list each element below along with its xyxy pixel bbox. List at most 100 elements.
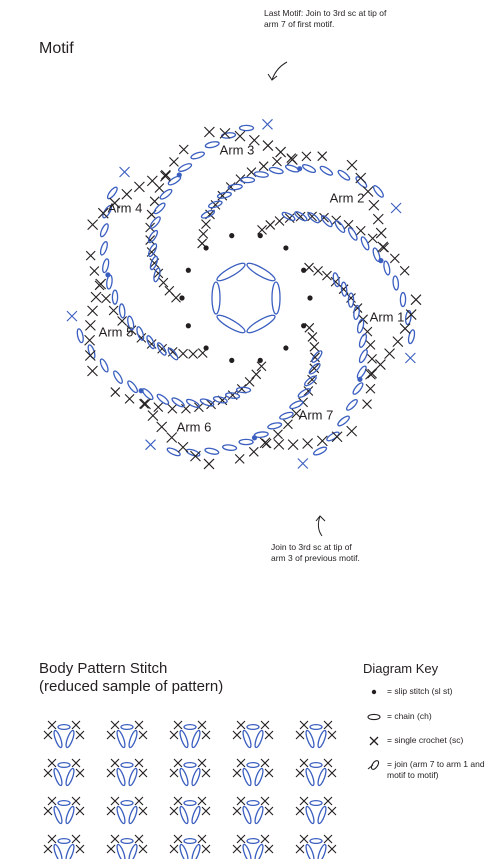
arm-tip-sc-stitch (375, 227, 387, 239)
body-sc-stitch (47, 720, 57, 730)
body-chain-stitch (254, 843, 264, 859)
arm-blue-slip-stitch (357, 376, 363, 382)
arm-chain-stitch (153, 267, 161, 283)
arm-chain-stitch (166, 447, 181, 457)
body-chain-stitch (128, 805, 138, 825)
arm-chain-stitch (177, 163, 193, 172)
body-sc-stitch (173, 834, 183, 844)
arm-chain-stitch (118, 303, 126, 319)
key-item-label: = single crochet (sc) (387, 735, 464, 745)
body-pattern-title-line2: (reduced sample of pattern) (39, 678, 224, 695)
arm-label-3: Arm 3 (219, 142, 255, 158)
arm-chain-stitch (111, 289, 119, 305)
body-sc-stitch (169, 806, 179, 816)
body-sc-stitch (201, 844, 211, 854)
body-sc-stitch (75, 844, 85, 854)
body-sc-stitch (134, 720, 144, 730)
center-ring-chain (246, 262, 276, 282)
arm-sc-stitch (234, 453, 245, 464)
body-chain-stitch (65, 805, 75, 825)
arm-chain-stitch (340, 281, 348, 297)
arm-chain-stitch (372, 185, 384, 198)
body-sc-stitch (299, 720, 309, 730)
arm-chain-stitch (319, 165, 334, 176)
arm-tip-sc-stitch (90, 291, 102, 303)
arm-sc-stitch (265, 220, 276, 230)
center-ring-chain (216, 314, 246, 334)
body-chain-stitch (254, 729, 264, 749)
ring-slip-stitch (185, 267, 191, 273)
arm-tip-sc-stitch (273, 438, 285, 450)
body-chain-stitch (53, 805, 63, 825)
arm-chain-stitch (304, 375, 317, 387)
arm-join-sc-stitch (66, 310, 78, 322)
body-chain-stitch (183, 723, 197, 731)
arm-sc-stitch (206, 399, 216, 410)
arm-sc-stitch (248, 446, 259, 457)
arm-chain-stitch (289, 400, 304, 410)
body-chain-stitch (53, 729, 63, 749)
arm-chain-stitch (147, 243, 158, 258)
arm-tip-sc-stitch (248, 134, 260, 146)
key-item-slip-stitch: = slip stitch (sl st) (365, 686, 452, 698)
body-sc-stitch (236, 720, 246, 730)
arm-chain-stitch (239, 176, 256, 184)
body-sc-stitch (201, 806, 211, 816)
body-sc-stitch (106, 806, 116, 816)
arm-label-7: Arm 7 (298, 407, 334, 423)
arm-chain-stitch (353, 304, 360, 321)
arm-sc-stitch (258, 161, 269, 172)
arm-tip-sc-stitch (166, 432, 178, 443)
arm-sc-stitch (365, 339, 376, 350)
motif-title: Motif (39, 40, 74, 57)
chain-oval-icon (365, 711, 383, 723)
arm-chain-stitch (159, 188, 173, 200)
ring-slip-stitch (283, 345, 289, 351)
body-chain-stitch (116, 805, 126, 825)
arm-chain-stitch (352, 382, 364, 395)
arm-sc-stitch (167, 403, 178, 414)
arm-sc-stitch (149, 196, 160, 207)
arm-sc-stitch (198, 228, 209, 239)
arm-tip-sc-stitch (234, 130, 246, 142)
body-chain-stitch (246, 837, 260, 845)
arm-sc-stitch (365, 383, 376, 394)
body-sc-stitch (264, 730, 274, 740)
arm-chain-stitch (347, 292, 355, 308)
body-sc-stitch (295, 730, 305, 740)
arm-tip-sc-stitch (204, 126, 215, 138)
body-sc-stitch (197, 758, 207, 768)
arm-sc-stitch (261, 438, 272, 449)
body-chain-stitch (179, 843, 189, 859)
ring-slip-stitch (203, 345, 209, 351)
arm-chain-stitch (147, 229, 159, 244)
arm-sc-stitch (201, 219, 211, 230)
body-chain-stitch (317, 729, 327, 749)
arm-chain-stitch (212, 396, 228, 404)
arm-sc-stitch (160, 169, 171, 180)
center-ring-chain (246, 314, 276, 334)
arm-sc-stitch (309, 341, 320, 352)
arm-sc-stitch (251, 369, 262, 380)
arm-chain-stitch (238, 438, 254, 446)
arm-join-sc-stitch (262, 118, 273, 130)
key-item-label: = slip stitch (sl st) (387, 686, 453, 696)
arm-chain-stitch (358, 349, 368, 364)
body-chain-stitch (120, 799, 134, 807)
body-sc-stitch (110, 834, 120, 844)
body-chain-stitch (317, 767, 327, 787)
arm-chain-stitch (334, 220, 346, 234)
body-sc-stitch (43, 768, 53, 778)
body-chain-stitch (242, 767, 252, 787)
arm-blue-slip-stitch (138, 388, 144, 394)
arm-sc-stitch (139, 398, 149, 409)
body-chain-stitch (179, 767, 189, 787)
arm-sc-stitch (304, 322, 315, 333)
arm-sc-stitch (362, 399, 372, 410)
arm-label-4: Arm 4 (107, 200, 143, 216)
arm-sc-stitch (244, 377, 255, 387)
body-sc-stitch (47, 796, 57, 806)
arm-join-sc-stitch (297, 458, 309, 469)
arm-blue-slip-stitch (378, 258, 384, 264)
arm-sc-stitch (157, 343, 168, 354)
